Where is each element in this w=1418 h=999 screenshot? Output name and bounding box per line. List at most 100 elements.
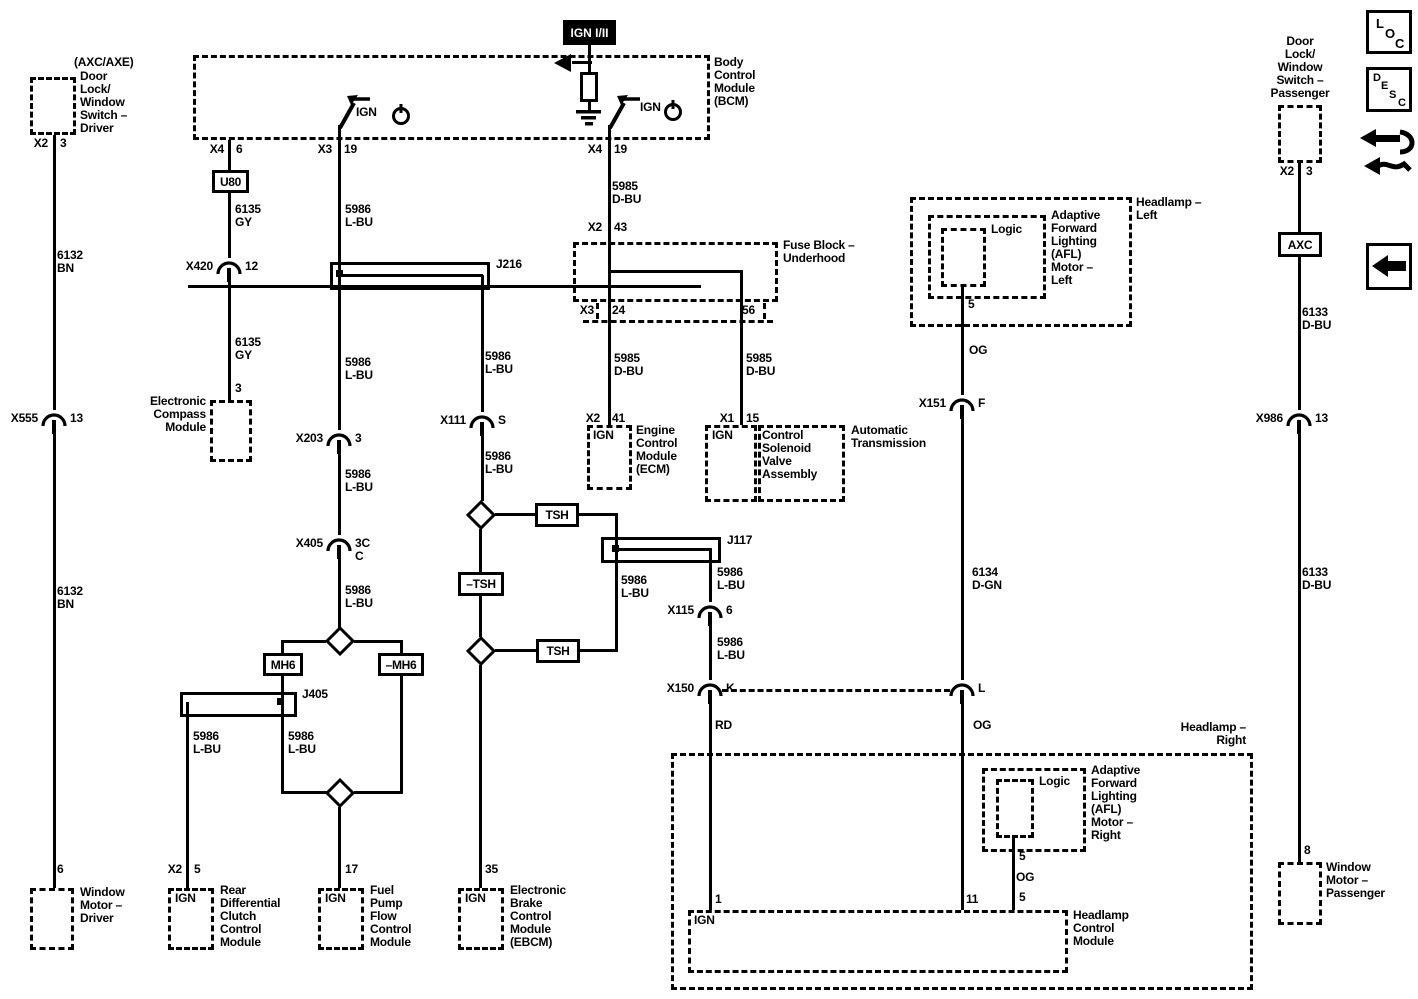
headlamp-left-box [910,197,1132,327]
rear-diff-name-line: Rear [220,883,246,897]
wire-6132-bn-1-line: 6132 [57,248,83,262]
wire-5986-6-line: L-BU [288,742,316,756]
conn-x203-name-line: X203 [295,431,323,445]
junction-diamond [324,625,356,657]
pin-x2-ecm: X2 [586,412,600,425]
afl-motor-left-box [928,215,1046,299]
junction-diamond [465,635,497,667]
pin-x4-bcm-line: X4 [587,142,602,156]
pin-x2-ecm-line: X2 [585,411,600,425]
wire [740,270,743,425]
wire [281,640,284,654]
csva-name-line: Assembly [762,467,818,481]
wire [479,665,482,888]
j405-name-line: J405 [302,687,328,701]
conn-x555-pin-line: 13 [70,411,83,425]
pin-x1-csva-line: X1 [719,411,734,425]
wire [961,287,964,327]
pin-x2-driver-line: X2 [33,136,48,150]
ign-switch-2: IGN [640,101,661,114]
axc-tag: AXC [1278,232,1322,257]
pin-41-ecm: 41 [612,412,625,425]
conn-x115-name: X115 [667,604,694,617]
wire [572,61,592,64]
afl-left-name-line: (AFL) [1051,247,1082,261]
headlamp-control-module-box [688,910,1068,973]
wire-og-2-line: OG [973,718,992,732]
wire [588,45,591,72]
pin-6-window-driver-line: 6 [57,862,64,876]
wire [53,135,56,410]
rear-diff-name-line: Differential [220,896,281,910]
wire-5986-3-line: 5986 [345,467,371,481]
back-button[interactable] [1366,243,1412,290]
wire [608,242,611,425]
csva-name-line: Solenoid [762,441,812,455]
pin-5-afl-left-line: 5 [968,297,975,311]
pin-41-ecm-line: 41 [612,411,625,425]
wire-6132-bn-1-line: BN [57,261,74,275]
ign-switch-1: IGN [356,106,377,119]
wire [338,448,341,535]
wire [283,640,326,643]
wire-5986-8-line: 5986 [485,449,511,463]
pin-x3-fuse: X3 [580,304,594,317]
compass-name-line: Module [165,420,206,434]
conn-x115-pin-line: 6 [726,603,733,617]
pin-3-passenger: 3 [1306,165,1313,178]
wire [579,513,618,516]
wire [53,428,56,888]
conn-x203-name: X203 [296,432,323,445]
wire-5986-5-line: L-BU [193,742,221,756]
control-solenoid-body-box [758,425,845,502]
conn-x111-pin-line: S [498,413,506,427]
ign-ebcm-line: IGN [465,891,486,905]
conn-x150-pin: K [726,682,735,695]
wire [961,413,964,680]
mh6-not: –MH6 [378,653,424,676]
wire-6133-dbu-1-line: D-BU [1302,318,1332,332]
wire-5986-1-line: 5986 [345,202,371,216]
conn-x405-name-line: X405 [295,536,323,550]
wire-5986-9-line: L-BU [621,586,649,600]
ign-fuel: IGN [325,892,346,905]
afl-left-name-line: Forward [1051,221,1097,235]
wire-5986-6-line: 5986 [288,729,314,743]
conn-x150-name-line: X150 [666,681,694,695]
j117-name-line: J117 [727,533,753,547]
headlamp-right-name: Headlamp –Right [1181,721,1247,747]
wire-5985-2-line: D-BU [614,364,644,378]
conn-x203-symbol [326,433,352,454]
conn-x115-name-line: X115 [667,603,694,617]
wire [228,276,231,400]
ign-ecm-line: IGN [593,428,614,442]
conn-x986-pin: 13 [1315,412,1328,425]
pin-x2-passenger: X2 [1280,165,1294,178]
fuel-pump-name-line: Pump [370,896,403,910]
pin-x4-u80-line: X4 [209,142,224,156]
logic-left-name-line: Logic [991,222,1022,236]
trace-arrows-icon[interactable] [1356,118,1416,182]
tsh-not: –TSH [458,572,504,596]
conn-x420-name-line: X420 [185,259,213,273]
fuel-pump-name-line: Control [370,922,412,936]
conn-x111-name-line: X111 [440,413,466,427]
wire-5986-7-line: 5986 [485,349,511,363]
ecm-name-line: Module [636,449,677,463]
splice-j216-bus [341,274,483,277]
dashed-wire [763,303,766,319]
wire-5986-10-line: 5986 [717,565,743,579]
driver-switch-name-line: Window [80,95,125,109]
wire-6133-dbu-1-line: 6133 [1302,305,1328,319]
headlamp-right-box [671,753,1253,990]
ecm-name-line: (ECM) [636,462,670,476]
afl-right-name-line: Motor – [1091,815,1133,829]
